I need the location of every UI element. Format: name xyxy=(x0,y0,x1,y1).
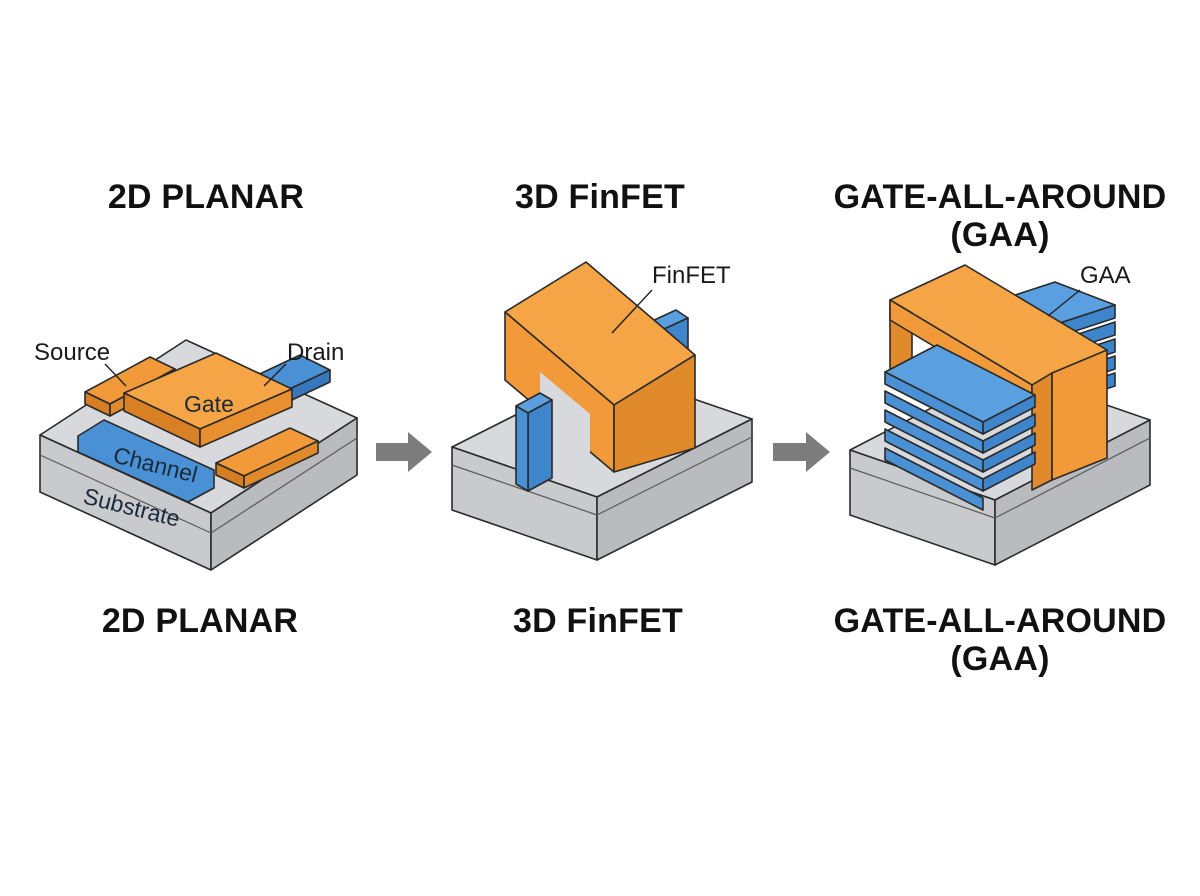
finfet-bottom-title: 3D FinFET xyxy=(513,602,683,640)
planar-channel-region xyxy=(77,419,215,503)
finfet-top-title: 3D FinFET xyxy=(515,178,685,216)
gaa-leader xyxy=(1047,289,1081,317)
finfet-fin-front-side xyxy=(527,399,553,492)
planar-bottom-title: 2D PLANAR xyxy=(101,602,299,640)
gaa-transistor xyxy=(849,264,1151,566)
right-arrow-icon xyxy=(376,432,432,472)
planar-transistor xyxy=(39,339,358,571)
finfet-fin-front-face xyxy=(515,405,529,492)
finfet-leader xyxy=(611,289,653,334)
source-leader xyxy=(104,363,127,387)
planar-top-title: 2D PLANAR xyxy=(107,178,305,216)
gaa-callout-label: GAA xyxy=(1080,262,1131,289)
gate-label: Gate xyxy=(184,391,234,417)
drain-label: Drain xyxy=(287,339,344,366)
finfet-transistor xyxy=(451,261,753,561)
source-label: Source xyxy=(34,339,110,366)
finfet-callout-label: FinFET xyxy=(652,262,731,289)
drain-leader xyxy=(263,363,287,387)
gaa-front-sheets xyxy=(884,344,1036,511)
right-arrow-icon xyxy=(773,432,830,472)
gaa-top-title: GATE-ALL-AROUND (GAA) xyxy=(833,178,1167,254)
gaa-gate-right-leg xyxy=(1031,372,1053,491)
gaa-bottom-title: GATE-ALL-AROUND (GAA) xyxy=(833,602,1167,678)
